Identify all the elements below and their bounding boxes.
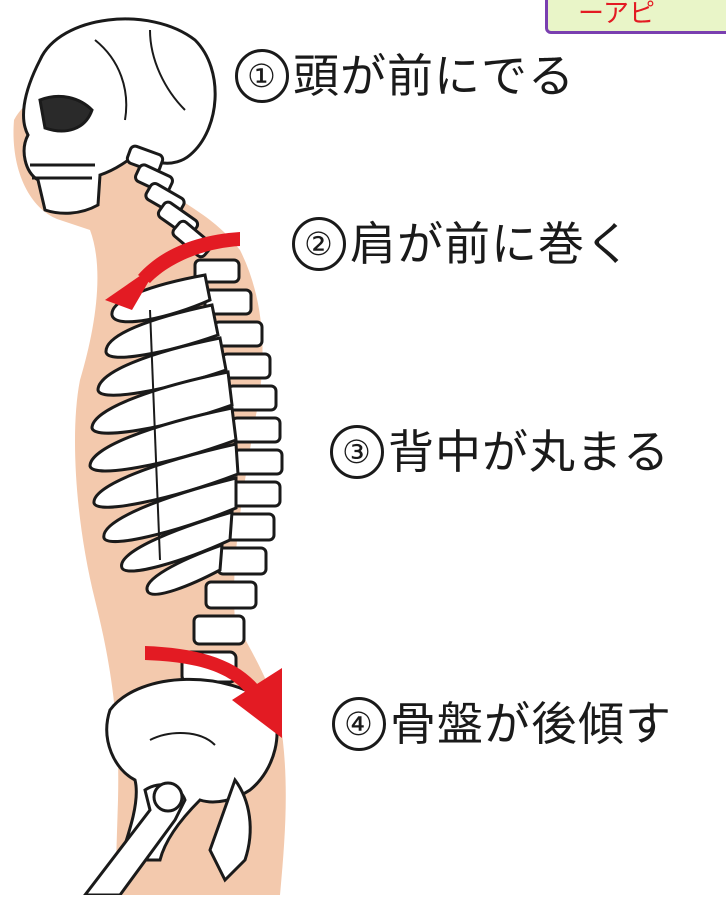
label-number: ③ [330, 425, 384, 479]
label-number: ④ [332, 697, 386, 751]
label-text: 背中が丸まる [388, 425, 670, 479]
corner-badge: ーアピ [545, 0, 726, 34]
corner-badge-text: ーアピ [578, 0, 655, 30]
label-text: 頭が前にでる [293, 49, 575, 103]
label-number: ② [292, 217, 346, 271]
label-text: 肩が前に巻く [350, 217, 632, 271]
label-number: ① [235, 49, 289, 103]
label-text: 骨盤が後傾す [390, 697, 672, 751]
